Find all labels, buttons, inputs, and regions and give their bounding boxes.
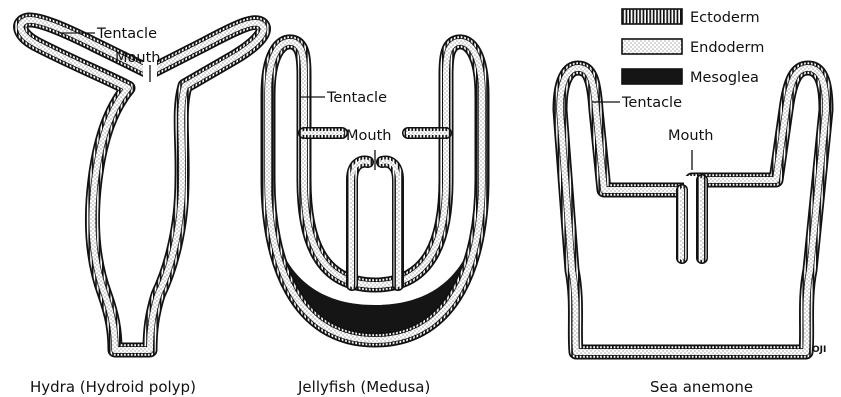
jellyfish-figure: Tentacle Mouth Jellyfish (Medusa) — [268, 42, 482, 396]
legend-endoderm-label: Endoderm — [690, 40, 764, 56]
legend-item-endoderm: Endoderm — [622, 39, 764, 56]
jellyfish-manubrium — [352, 162, 398, 285]
endoderm-swatch — [622, 39, 682, 54]
jellyfish-tentacle-pointer: Tentacle — [300, 90, 387, 106]
sea-anemone-figure: Tentacle Mouth Sea anemone — [560, 68, 826, 396]
sea-anemone-caption: Sea anemone — [650, 378, 753, 396]
legend-mesoglea-label: Mesoglea — [690, 70, 759, 86]
hydra-caption: Hydra (Hydroid polyp) — [30, 378, 196, 396]
jellyfish-body-wall — [268, 42, 482, 340]
sea-anemone-tentacle-pointer: Tentacle — [592, 95, 682, 111]
hydra-tentacle-label: Tentacle — [96, 26, 157, 42]
jellyfish-tentacle-label: Tentacle — [326, 90, 387, 106]
legend: Ectoderm Endoderm Mesoglea — [622, 9, 764, 86]
mesoglea-swatch — [622, 69, 682, 84]
sea-anemone-mouth-pointer: Mouth — [668, 128, 713, 170]
legend-item-mesoglea: Mesoglea — [622, 69, 759, 86]
hydra-body-wall — [21, 20, 264, 350]
hydra-mouth-label: Mouth — [115, 50, 160, 66]
ectoderm-swatch — [622, 9, 682, 24]
hydra-figure: Tentacle Mouth Hydra (Hydroid polyp) — [21, 20, 264, 396]
legend-item-ectoderm: Ectoderm — [622, 9, 760, 26]
legend-ectoderm-label: Ectoderm — [690, 10, 760, 26]
sea-anemone-mouth-label: Mouth — [668, 128, 713, 144]
jellyfish-mouth-label: Mouth — [346, 128, 391, 144]
artist-signature: OJI — [812, 345, 826, 355]
sea-anemone-tentacle-label: Tentacle — [621, 95, 682, 111]
jellyfish-caption: Jellyfish (Medusa) — [297, 378, 430, 396]
